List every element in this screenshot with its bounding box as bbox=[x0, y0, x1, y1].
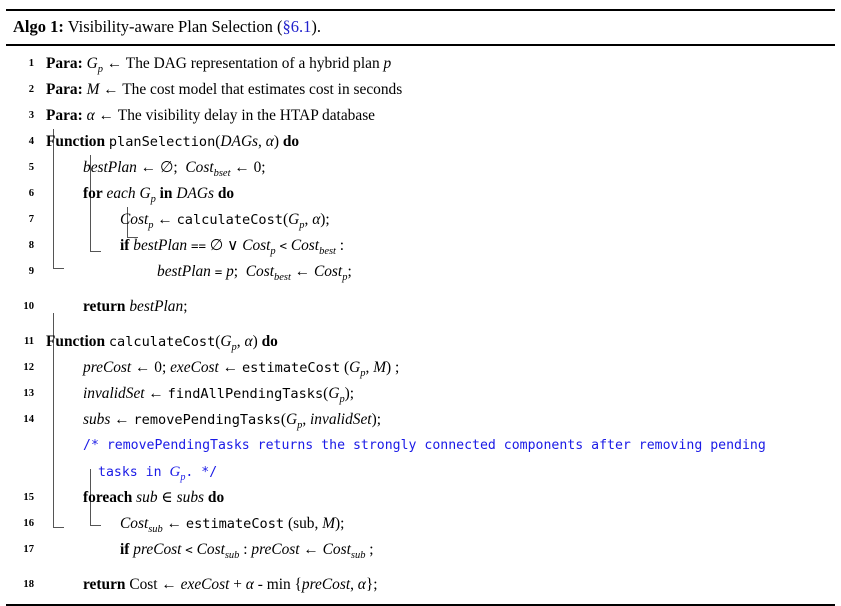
algorithm-lines: 1 Para: Gp ← The DAG representation of a… bbox=[6, 46, 835, 604]
algorithm-line: 16 Costsub ← estimateCost (sub, M); bbox=[6, 511, 835, 537]
algorithm-line: 11 Function calculateCost(Gp, α) do bbox=[6, 329, 835, 355]
algorithm-line: 9 bestPlan = p; Costbest ← Costp; bbox=[6, 259, 835, 285]
comment-text-line-2: tasks in Gp. */ bbox=[98, 459, 217, 491]
line-content: invalidSet ← findAllPendingTasks(Gp); bbox=[83, 385, 355, 406]
header-rule bbox=[6, 44, 835, 46]
line-content: subs ← removePendingTasks(Gp, invalidSet… bbox=[83, 411, 381, 432]
line-content: Costsub ← estimateCost (sub, M); bbox=[120, 515, 345, 536]
line-content: if bestPlan == ∅ ∨ Costp < Costbest : bbox=[120, 237, 345, 258]
algorithm-line: 5 bestPlan ← ∅; Costbset ← 0; bbox=[6, 155, 835, 181]
line-number: 10 bbox=[23, 301, 34, 312]
line-content: foreach sub ∈ subs do bbox=[83, 489, 225, 506]
section-reference-link[interactable]: §6.1 bbox=[282, 17, 312, 36]
comment-text-line-2-b: . */ bbox=[185, 465, 218, 480]
line-content: Para: M ← The cost model that estimates … bbox=[46, 81, 403, 98]
line-content: bestPlan = p; Costbest ← Costp; bbox=[157, 263, 352, 284]
line-number: 2 bbox=[28, 84, 34, 95]
algorithm-line: 17 if preCost < Costsub : preCost ← Cost… bbox=[6, 537, 835, 563]
algorithm-comment-line: tasks in Gp. */ bbox=[6, 459, 835, 485]
line-content: if preCost < Costsub : preCost ← Costsub… bbox=[120, 541, 374, 562]
line-number: 3 bbox=[28, 110, 34, 121]
line-number: 7 bbox=[28, 214, 34, 225]
line-content: Costp ← calculateCost(Gp, α); bbox=[120, 211, 330, 232]
algorithm-comment-line: /* removePendingTasks returns the strong… bbox=[6, 433, 835, 459]
algorithm-label: Algo 1: bbox=[13, 17, 64, 36]
algorithm-line: 2 Para: M ← The cost model that estimate… bbox=[6, 77, 835, 103]
line-content: Para: α ← The visibility delay in the HT… bbox=[46, 107, 376, 124]
line-content: for each Gp in DAGs do bbox=[83, 185, 235, 206]
algorithm-line: 1 Para: Gp ← The DAG representation of a… bbox=[6, 51, 835, 77]
line-number: 18 bbox=[23, 579, 34, 590]
line-number: 17 bbox=[23, 544, 34, 555]
indent-bar-for-loop bbox=[89, 155, 101, 252]
algorithm-line: 6 for each Gp in DAGs do bbox=[6, 181, 835, 207]
line-number: 11 bbox=[23, 336, 34, 347]
comment-graph-symbol: Gp bbox=[169, 464, 186, 483]
algorithm-line: 7 Costp ← calculateCost(Gp, α); bbox=[6, 207, 835, 233]
algorithm-line: 3 Para: α ← The visibility delay in the … bbox=[6, 103, 835, 129]
line-content: preCost ← 0; exeCost ← estimateCost (Gp,… bbox=[83, 359, 400, 380]
algorithm-line: 14 subs ← removePendingTasks(Gp, invalid… bbox=[6, 407, 835, 433]
algorithm-line: 8 if bestPlan == ∅ ∨ Costp < Costbest : bbox=[6, 233, 835, 259]
line-content: return Cost ← exeCost + α - min {preCost… bbox=[83, 576, 378, 593]
algorithm-line: 18 return Cost ← exeCost + α - min {preC… bbox=[6, 572, 835, 598]
algorithm-title: Visibility-aware Plan Selection ( bbox=[67, 17, 283, 36]
line-number: 8 bbox=[28, 240, 34, 251]
indent-bar-function-2 bbox=[52, 313, 64, 528]
algorithm-caption: Algo 1: Visibility-aware Plan Selection … bbox=[6, 11, 835, 44]
algorithm-line: 10 return bestPlan; bbox=[6, 294, 835, 320]
line-content: return bestPlan; bbox=[83, 298, 188, 315]
line-number: 4 bbox=[28, 136, 34, 147]
line-content: Function calculateCost(Gp, α) do bbox=[46, 333, 278, 354]
comment-graph-subscript: p bbox=[180, 472, 186, 483]
line-content: Function planSelection(DAGs, α) do bbox=[46, 133, 300, 150]
comment-text-line-1: /* removePendingTasks returns the strong… bbox=[83, 438, 766, 453]
indent-bar-if-branch bbox=[126, 207, 138, 238]
line-content: Para: Gp ← The DAG representation of a h… bbox=[46, 55, 392, 76]
line-number: 13 bbox=[23, 388, 34, 399]
algorithm-line: 15 foreach sub ∈ subs do bbox=[6, 485, 835, 511]
line-number: 9 bbox=[28, 266, 34, 277]
algorithm-line: 12 preCost ← 0; exeCost ← estimateCost (… bbox=[6, 355, 835, 381]
algorithm-title-end: ). bbox=[311, 17, 322, 36]
line-content: bestPlan ← ∅; Costbset ← 0; bbox=[83, 159, 266, 180]
indent-bar-function-1 bbox=[52, 129, 64, 269]
indent-bar-foreach-loop bbox=[89, 469, 101, 526]
comment-text-line-2-a: tasks in bbox=[98, 465, 170, 480]
line-number: 1 bbox=[28, 58, 34, 69]
algorithm-block: Algo 1: Visibility-aware Plan Selection … bbox=[0, 9, 841, 606]
line-number: 15 bbox=[23, 492, 34, 503]
line-number: 12 bbox=[23, 362, 34, 373]
line-number: 6 bbox=[28, 188, 34, 199]
line-number: 5 bbox=[28, 162, 34, 173]
algorithm-line: 13 invalidSet ← findAllPendingTasks(Gp); bbox=[6, 381, 835, 407]
algorithm-line: 4 Function planSelection(DAGs, α) do bbox=[6, 129, 835, 155]
line-number: 14 bbox=[23, 414, 34, 425]
line-number: 16 bbox=[23, 518, 34, 529]
top-rule bbox=[6, 9, 835, 11]
